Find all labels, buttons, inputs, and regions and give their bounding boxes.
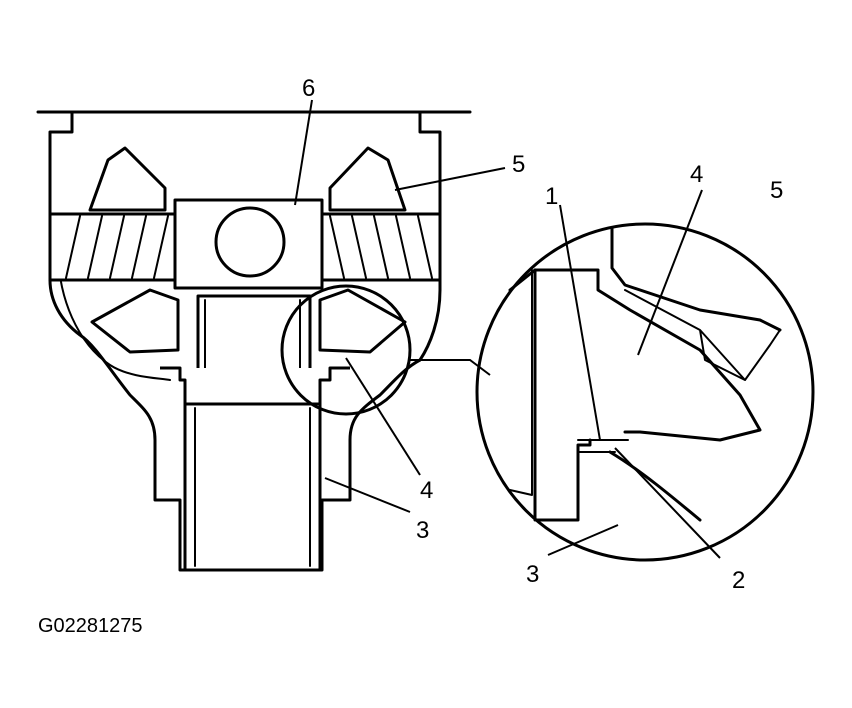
lower-shaft-lines <box>194 407 311 567</box>
detail-housing-inner <box>509 269 533 496</box>
detail-pinion <box>610 226 782 332</box>
detail-pinion-teeth <box>624 289 781 381</box>
lower-right-gear <box>318 288 407 354</box>
lower-shaft <box>183 402 322 572</box>
callout-main-3: 3 <box>416 517 429 544</box>
callout-main-5: 5 <box>512 151 525 178</box>
main-section <box>36 110 472 572</box>
housing-left-wall <box>48 110 422 572</box>
detail-leaders <box>547 189 721 559</box>
callout-main-4: 4 <box>420 477 433 504</box>
callout-detail-1: 1 <box>545 183 558 210</box>
callout-main-6: 6 <box>302 75 315 102</box>
callout-detail-3: 3 <box>526 561 539 588</box>
pinion-shaft-circle <box>214 206 286 278</box>
lower-left-gear <box>90 288 180 354</box>
upper-right-gear <box>328 146 407 212</box>
upper-left-gear <box>88 146 167 212</box>
housing-right-wall <box>418 110 442 362</box>
detail-circle <box>475 222 815 562</box>
figure-id: G02281275 <box>38 615 143 637</box>
hub-collar <box>160 366 350 406</box>
main-leaders <box>294 99 506 513</box>
callout-detail-4: 4 <box>690 161 703 188</box>
main-detail-circle <box>280 284 412 416</box>
callout-detail-2: 2 <box>732 567 745 594</box>
detail-side-gear <box>533 268 762 442</box>
ring-gear-teeth <box>65 215 433 279</box>
callout-detail-5: 5 <box>770 177 783 204</box>
housing-inner-left <box>56 239 171 381</box>
detail-lower-body <box>608 450 702 522</box>
enlarged-detail <box>475 222 815 562</box>
